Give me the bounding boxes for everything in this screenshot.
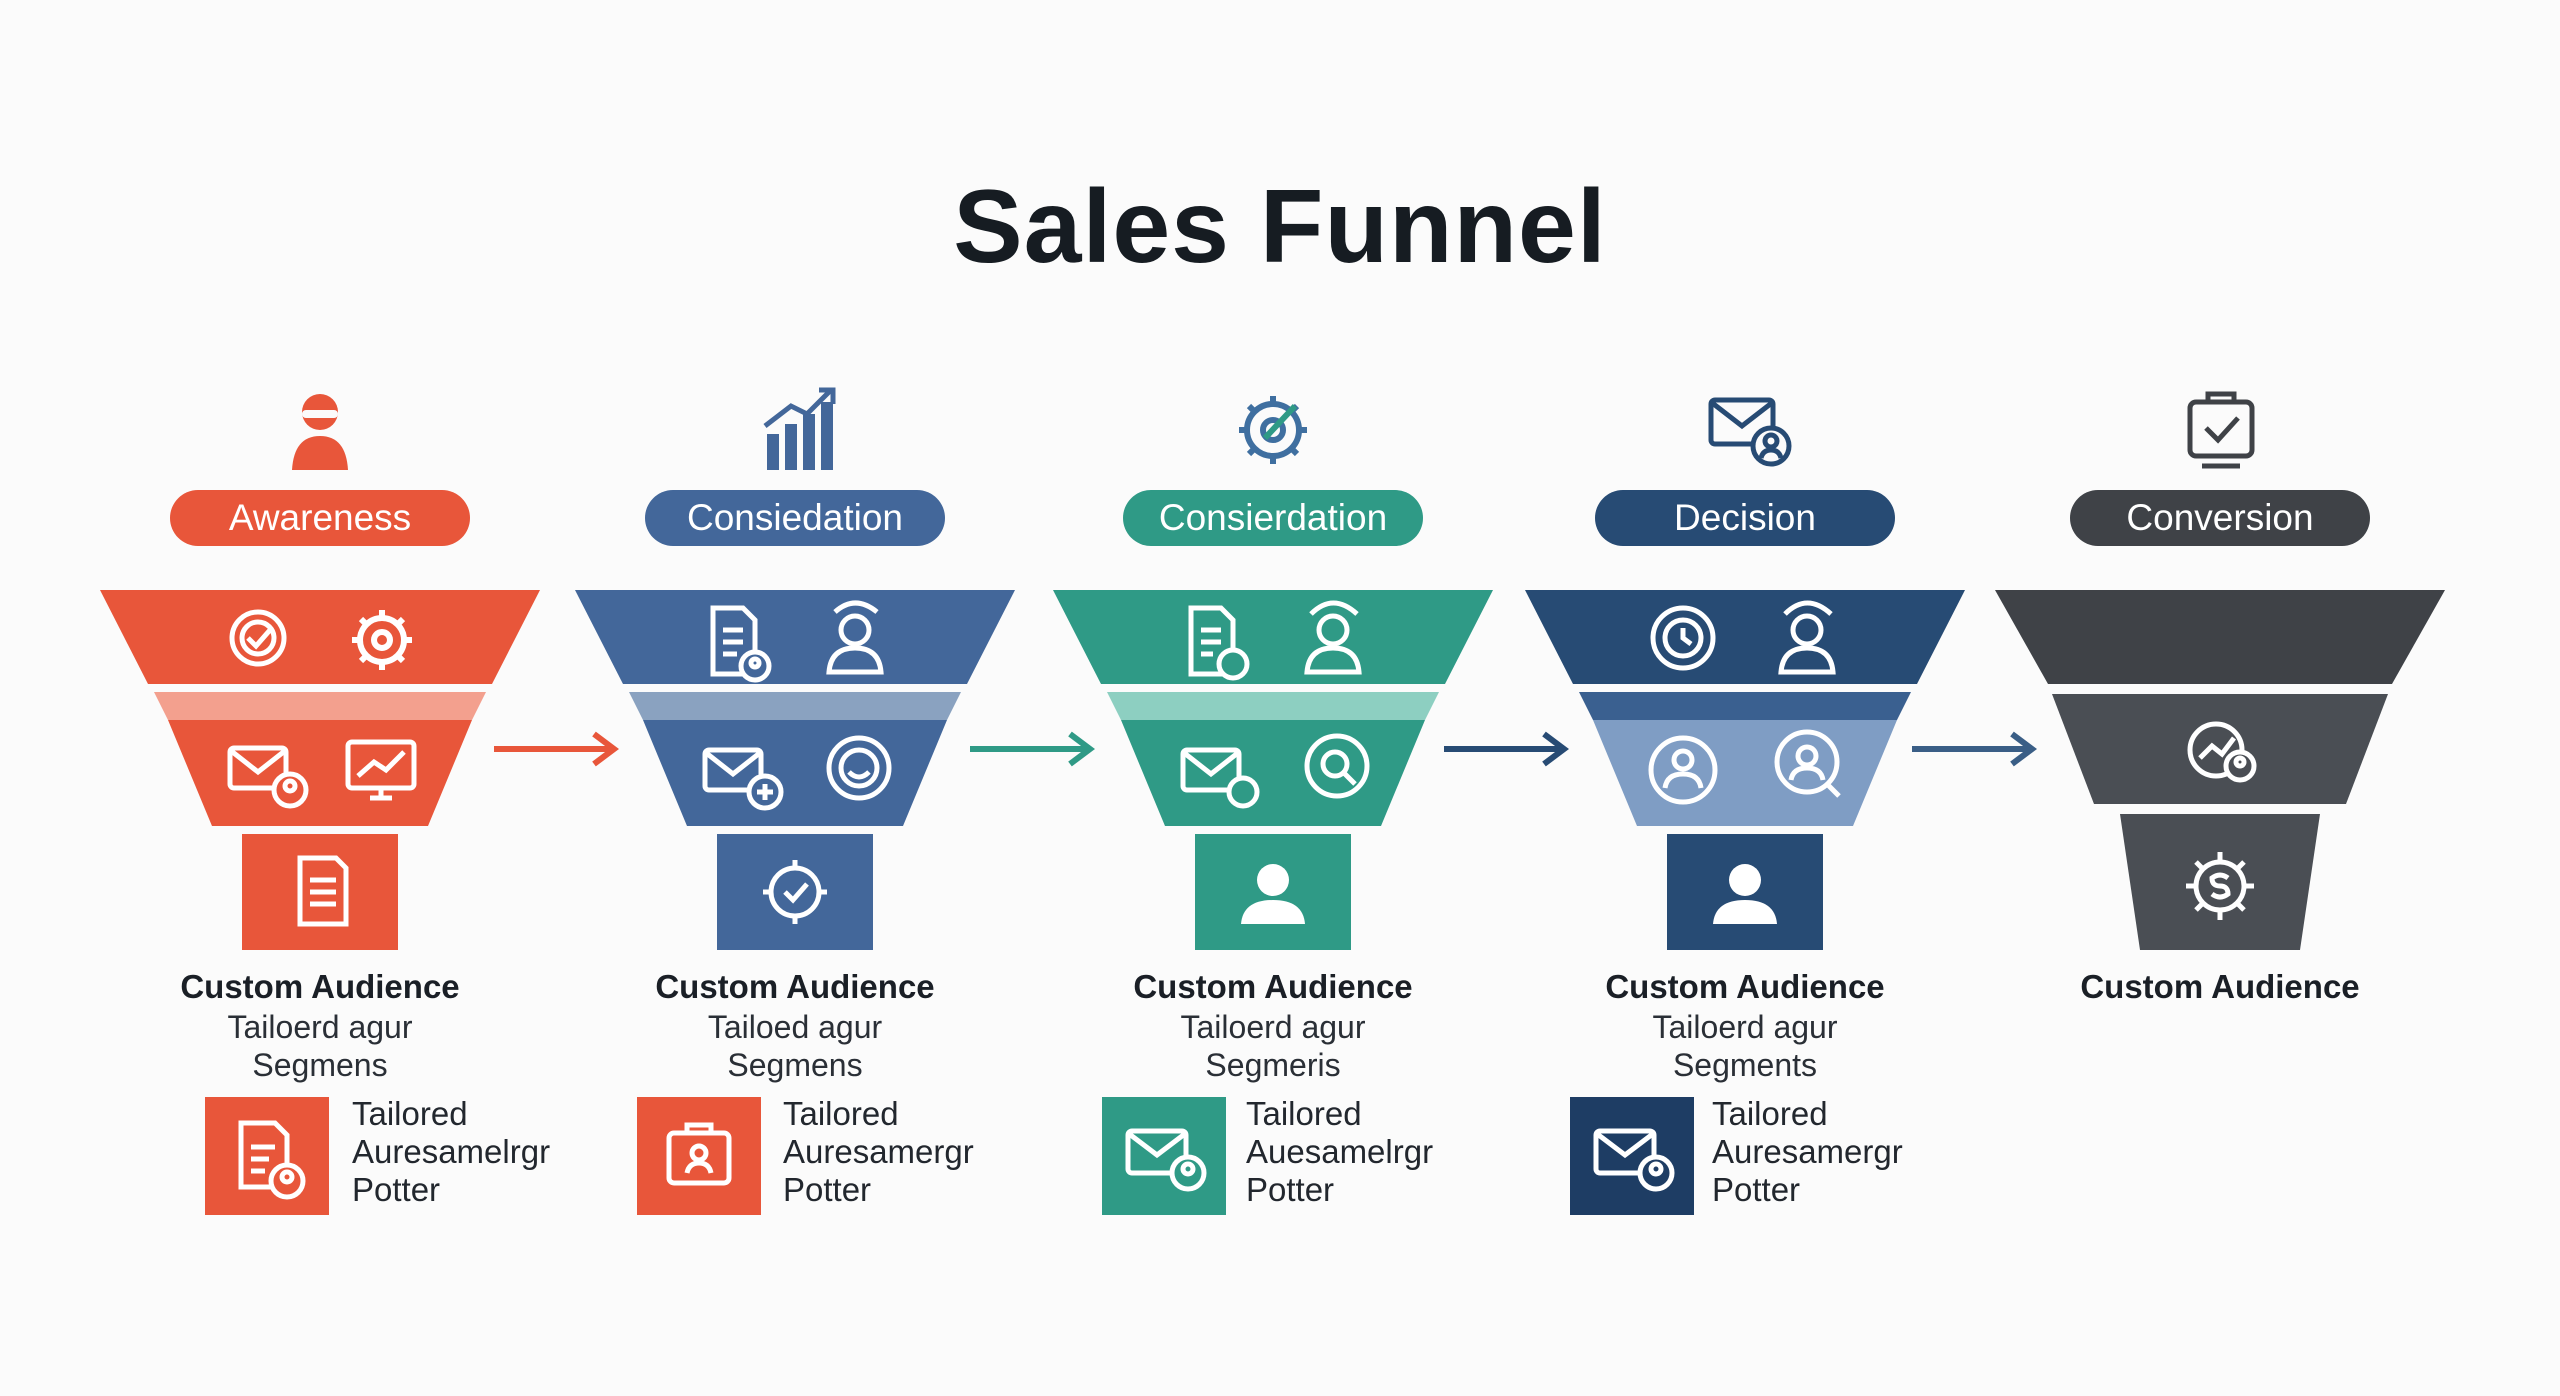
user-icon xyxy=(292,394,348,470)
mail-user-icon xyxy=(1570,1097,1694,1215)
stage-consideration-2: Consierdation Custom Audience Tailoerd a… xyxy=(1043,0,1503,1396)
document-icon xyxy=(297,855,349,927)
user-refresh-icon xyxy=(826,600,884,675)
stage-label: Awareness xyxy=(170,490,470,546)
briefcase-user-icon xyxy=(637,1097,761,1215)
audience-subtitle: Tailoerd agur Segments xyxy=(1652,1009,1838,1083)
mail-plus-icon xyxy=(702,747,784,811)
stage-awareness: Awareness Custom Audience Tailoerd agur … xyxy=(90,0,550,1396)
audience-title: Custom Audience xyxy=(180,968,460,1005)
gear-target-icon xyxy=(1239,396,1307,464)
stage-conversion: Conversion Custom Audience xyxy=(1990,0,2450,1396)
audience-title: Custom Audience xyxy=(1133,968,1413,1005)
gear-check-icon xyxy=(229,609,287,667)
mail-gear-icon xyxy=(1180,747,1260,809)
funnel xyxy=(1995,590,2445,950)
stage-label: Consierdation xyxy=(1123,490,1423,546)
clock-gear-icon xyxy=(1650,605,1716,671)
arrow-right-icon xyxy=(970,731,1095,767)
arrow-right-icon xyxy=(1912,731,2037,767)
card-text: Tailored Auresamergr Potter xyxy=(1712,1095,1903,1208)
stage-decision: Decision Custom Audience Tailoerd agur S… xyxy=(1515,0,1975,1396)
mail-user-icon xyxy=(227,745,309,809)
audience-subtitle: Tailoed agur Segmens xyxy=(707,1009,883,1083)
arrow-right-icon xyxy=(1444,731,1569,767)
document-user-icon xyxy=(710,605,772,683)
user-search-icon xyxy=(1774,729,1841,798)
funnel xyxy=(1053,590,1493,950)
smile-icon xyxy=(826,735,892,801)
audience-subtitle: Tailoerd agur Segmens xyxy=(227,1009,413,1083)
funnel xyxy=(100,590,540,950)
bar-chart-icon xyxy=(763,387,836,470)
stage-label: Decision xyxy=(1595,490,1895,546)
gear-icon xyxy=(352,610,412,670)
audience-subtitle: Tailoerd agur Segmeris xyxy=(1180,1009,1366,1083)
monitor-chart-icon xyxy=(345,739,417,801)
user-icon xyxy=(1713,864,1777,924)
gear-check-icon xyxy=(763,860,827,924)
user-icon xyxy=(1241,864,1305,924)
search-icon xyxy=(1304,733,1370,799)
chart-user-icon xyxy=(2187,721,2257,783)
document-gear-icon xyxy=(1188,605,1250,681)
document-user-icon xyxy=(205,1097,329,1215)
user-refresh-icon xyxy=(1778,600,1836,675)
stage-consideration: Consiedation Custom Audience Tailoed agu… xyxy=(565,0,1025,1396)
card-text: Tailored Auresamelrgr Potter xyxy=(352,1095,551,1208)
stage-label: Consiedation xyxy=(645,490,945,546)
page-title: Sales Funnel xyxy=(953,169,1607,285)
audience-title: Custom Audience xyxy=(655,968,935,1005)
audience-title: Custom Audience xyxy=(1605,968,1885,1005)
mail-user-icon xyxy=(1708,397,1792,467)
gear-dollar-icon xyxy=(2186,852,2254,920)
funnel xyxy=(1525,590,1965,950)
user-circle-icon xyxy=(1648,735,1718,805)
card-text: Tailored Auresamergr Potter xyxy=(783,1095,974,1208)
funnel xyxy=(575,590,1015,950)
card-text: Tailored Auesamelrgr Potter xyxy=(1246,1095,1434,1208)
audience-title: Custom Audience xyxy=(2080,968,2360,1005)
mail-user-icon xyxy=(1102,1097,1226,1215)
user-refresh-icon xyxy=(1304,600,1362,675)
stage-label: Conversion xyxy=(2070,490,2370,546)
arrow-right-icon xyxy=(494,731,619,767)
checklist-icon xyxy=(2187,391,2255,469)
